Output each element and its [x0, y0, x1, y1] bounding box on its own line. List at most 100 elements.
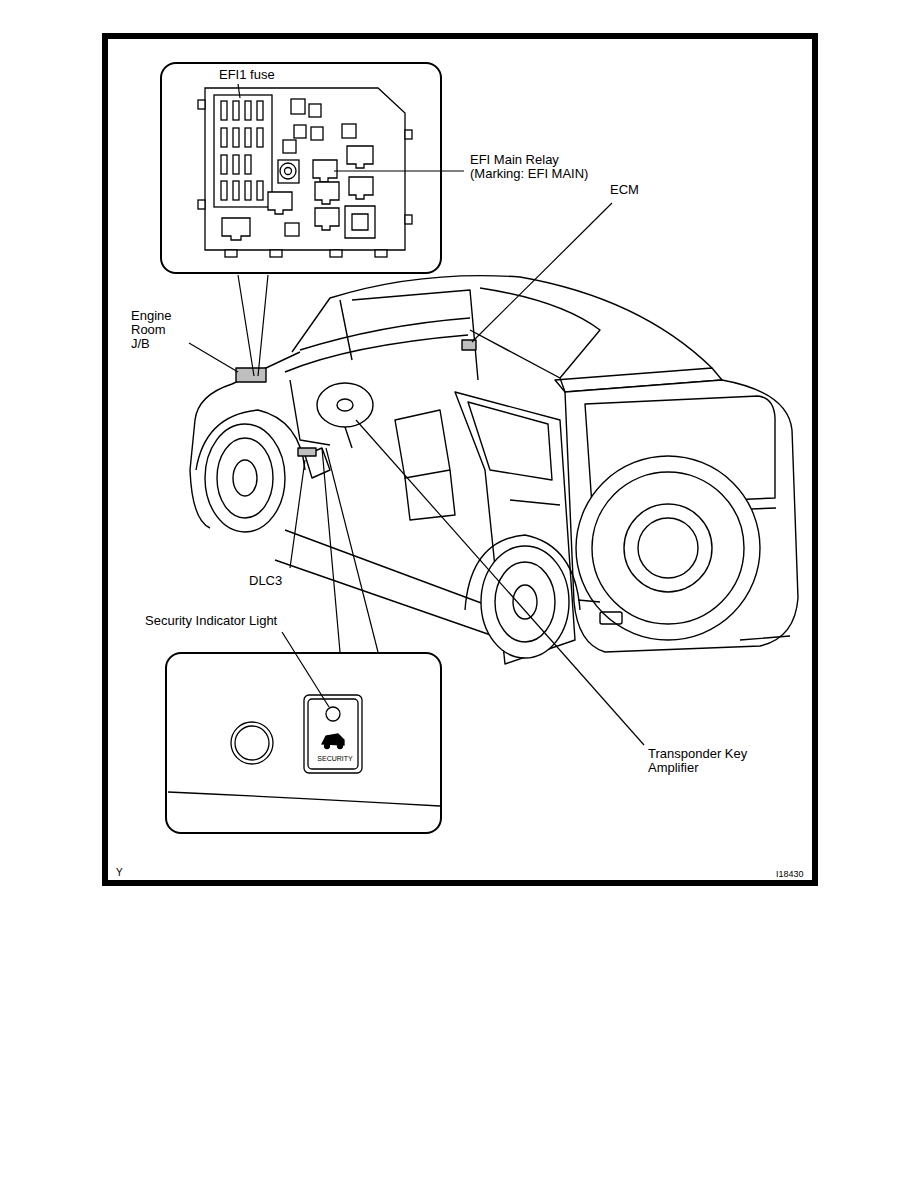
- frame: [102, 33, 818, 886]
- fuse-box-drawing-part: [270, 250, 282, 257]
- relays-part: [313, 160, 337, 182]
- vehicle-drawing-part: [195, 352, 300, 420]
- relays-part: [349, 177, 373, 199]
- fuse-box-drawing-part: [198, 200, 205, 209]
- part-label: Security Indicator Light: [145, 614, 277, 628]
- vehicle-drawing-part: [317, 383, 373, 427]
- dashboard-drawing-part: [304, 695, 362, 773]
- vehicle-drawing-part: [481, 546, 569, 658]
- relays-part: [291, 99, 305, 114]
- label-holder: Transponder Key Amplifier: [648, 747, 763, 775]
- part-label: Transponder Key Amplifier: [648, 747, 763, 775]
- fuse-box-drawing-part: [205, 88, 405, 250]
- relays-part: [294, 125, 306, 138]
- part-label: Engine Room J/B: [131, 309, 185, 351]
- fuse-slots-part: [257, 181, 263, 200]
- relays: [222, 99, 375, 240]
- fuse-slots-part: [221, 181, 227, 200]
- relays-part: [347, 146, 373, 168]
- fuse-slots-part: [257, 101, 263, 120]
- relays-part: [309, 104, 321, 117]
- vehicle-drawing-part: [217, 438, 273, 518]
- label-holder: ECM: [610, 183, 639, 197]
- leader-lines-part: [189, 343, 238, 372]
- fuse-slots-part: [245, 128, 251, 147]
- label-holder: DLC3: [249, 574, 282, 588]
- vehicle-drawing-part: [337, 399, 353, 411]
- relays-part: [315, 182, 339, 204]
- fuse-slots-part: [233, 128, 239, 147]
- fuse-slots-part: [233, 155, 239, 174]
- relays-part: [283, 140, 296, 153]
- fuse-box-drawing-part: [405, 215, 412, 224]
- fuse-box-drawing: [198, 88, 412, 257]
- relays-part: [222, 218, 250, 240]
- fuse-slots-part: [221, 155, 227, 174]
- vehicle-drawing-part: [236, 368, 266, 382]
- fuse-box-drawing-part: [330, 250, 342, 257]
- relays-part: [285, 223, 299, 236]
- vehicle-drawing-part: [565, 380, 798, 652]
- fuse-box-drawing-part: [198, 100, 205, 109]
- vehicle-drawing: [190, 276, 798, 664]
- relays-part: [352, 214, 368, 230]
- relays-part: [315, 208, 339, 230]
- vehicle-drawing-part: [510, 500, 560, 505]
- vehicle-drawing-part: [576, 456, 760, 640]
- fuse-inset: EFI1 fuse: [160, 62, 442, 274]
- vehicle-drawing-part: [340, 300, 352, 360]
- label-holder: EFI Main Relay (Marking: EFI MAIN): [470, 153, 610, 181]
- fuse-box-drawing-part: [214, 95, 272, 207]
- leader-lines-part: [356, 420, 644, 745]
- dashboard-drawing-part: [168, 792, 440, 806]
- vehicle-drawing-part: [468, 402, 552, 480]
- dashboard-drawing-part: [338, 744, 343, 749]
- fuse-slots: [221, 101, 263, 200]
- dashboard-drawing-part: [235, 726, 269, 760]
- label-holder: Security Indicator Light: [145, 614, 277, 628]
- vehicle-drawing-part: [495, 562, 555, 642]
- leader-lines-part: [238, 84, 240, 98]
- dashboard-drawing: [168, 695, 440, 806]
- dashboard-drawing-part: [231, 722, 273, 764]
- figure-number: I18430: [776, 867, 804, 881]
- leader-lines-part: [334, 170, 464, 171]
- relays-part: [345, 206, 375, 238]
- vehicle-drawing-part: [470, 330, 565, 392]
- vehicle-drawing-part: [285, 530, 500, 610]
- leader-lines-part: [290, 460, 305, 568]
- leader-lines-part: [238, 275, 254, 376]
- relays-part: [268, 192, 292, 214]
- label-holder: I18430: [776, 867, 804, 881]
- vehicle-drawing-part: [298, 448, 316, 456]
- leader-lines: [189, 84, 644, 745]
- vehicle-drawing-part: [395, 410, 450, 478]
- corner-mark: Y: [116, 866, 123, 880]
- relays-part: [311, 127, 323, 140]
- indicator-inset: SECURITY: [165, 652, 442, 834]
- fuse-slots-part: [257, 128, 263, 147]
- label-holder: Y: [116, 866, 123, 880]
- frame-part: [108, 39, 812, 880]
- vehicle-drawing-part: [578, 600, 790, 640]
- dashboard-drawing-part: [308, 699, 358, 769]
- vehicle-drawing-part: [275, 560, 505, 640]
- vehicle-drawing-part: [455, 392, 575, 664]
- part-label: DLC3: [249, 574, 282, 588]
- leader-lines-part: [258, 275, 268, 376]
- fuse-slots-part: [245, 181, 251, 200]
- vehicle-drawing-part: [285, 335, 468, 372]
- leader-lines-part: [326, 448, 378, 652]
- relays-part: [285, 168, 292, 175]
- fuse-slots-part: [221, 101, 227, 120]
- part-label: ECM: [610, 183, 639, 197]
- relays-part: [280, 163, 296, 179]
- fuse-box-drawing-part: [375, 250, 387, 257]
- leader-lines-part: [282, 632, 329, 707]
- vehicle-drawing-part: [205, 424, 285, 532]
- inset-text: SECURITY: [317, 755, 352, 763]
